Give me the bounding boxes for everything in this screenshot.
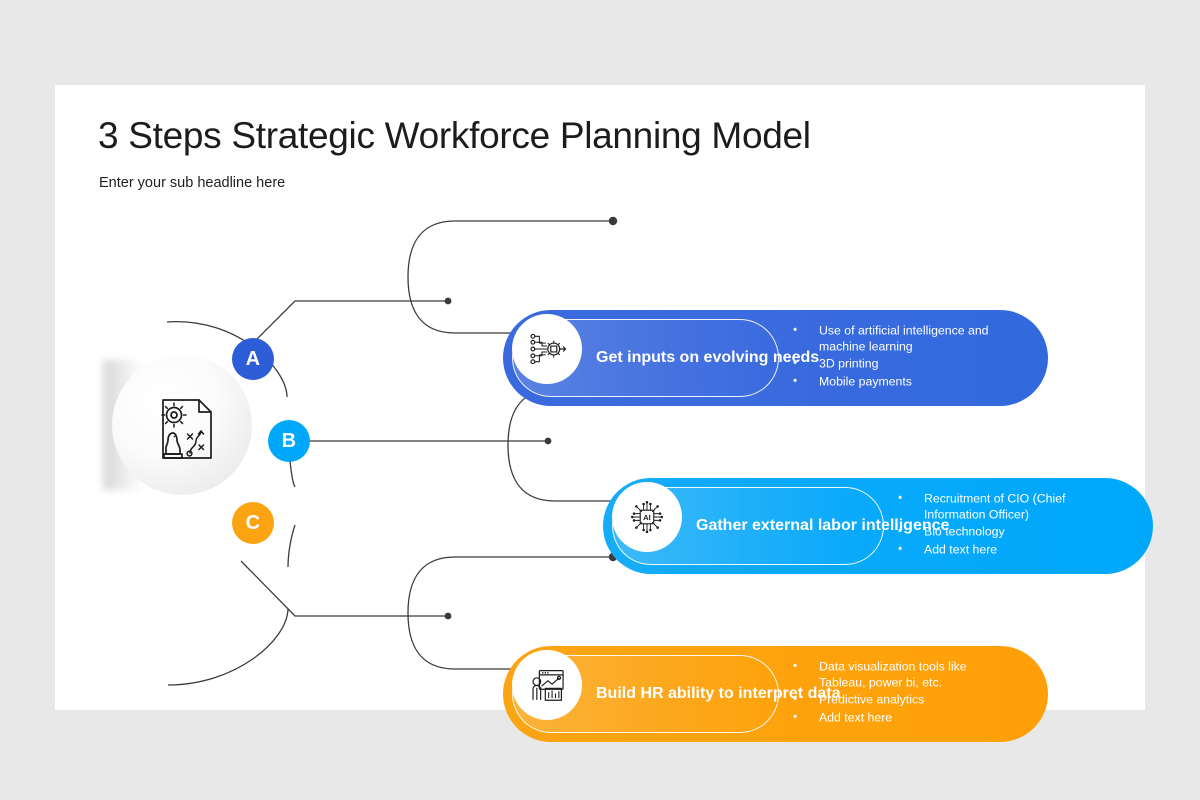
badge-letter: A: [245, 347, 261, 370]
bullet-item: 3D printing: [793, 356, 1008, 373]
bullet-item: Use of artificial intelligence and machi…: [793, 323, 1008, 355]
page-title: 3 Steps Strategic Workforce Planning Mod…: [98, 115, 811, 156]
badge-letter: B: [281, 429, 297, 452]
bullet-item: Data visualization tools like Tableau, p…: [793, 659, 1011, 691]
step-heading: Build HR ability to interpret data: [596, 684, 841, 702]
inputs-convergence-icon: [512, 314, 582, 384]
bullet-item: Add text here: [793, 710, 1011, 727]
strategy-document-icon: [143, 390, 223, 470]
presenter-analytics-icon: [512, 650, 582, 720]
ai-chip-icon: AI: [612, 482, 682, 552]
bullet-item: Recruitment of CIO (Chief Information Of…: [898, 491, 1113, 523]
step-badge-a[interactable]: A: [232, 338, 274, 380]
hub-circle: [112, 355, 252, 495]
svg-text:AI: AI: [643, 513, 651, 522]
slide-canvas: 3 Steps Strategic Workforce Planning Mod…: [55, 85, 1153, 742]
step-row-a[interactable]: Get inputs on evolving needs Use of arti…: [503, 310, 1048, 406]
step-row-b[interactable]: AI Gather external labor in: [603, 478, 1153, 574]
badge-letter: C: [245, 511, 261, 534]
step-bullets: Use of artificial intelligence and machi…: [793, 323, 1008, 393]
step-heading: Get inputs on evolving needs: [596, 348, 820, 366]
bullet-item: Bio technology: [898, 524, 1113, 541]
step-bullets: Data visualization tools like Tableau, p…: [793, 659, 1011, 729]
step-row-c[interactable]: Build HR ability to interpret data Data …: [503, 646, 1048, 742]
step-bullets: Recruitment of CIO (Chief Information Of…: [898, 491, 1113, 561]
bullet-item: Predictive analytics: [793, 692, 1011, 709]
step-heading: Gather external labor intelligence: [696, 516, 950, 534]
step-badge-b[interactable]: B: [268, 420, 310, 462]
step-badge-c[interactable]: C: [232, 502, 274, 544]
bullet-item: Mobile payments: [793, 374, 1008, 391]
page-subtitle: Enter your sub headline here: [99, 175, 286, 191]
bullet-item: Add text here: [898, 542, 1113, 559]
